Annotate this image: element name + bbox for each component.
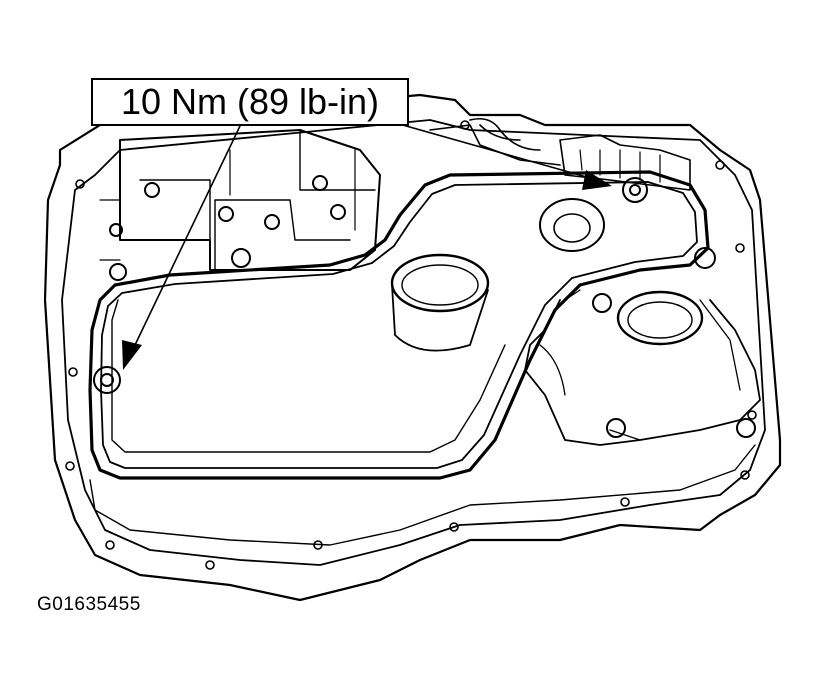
leader-line-right xyxy=(384,119,591,179)
pan-floor-line xyxy=(111,299,506,453)
lower-housing xyxy=(524,299,761,446)
pan-bolts xyxy=(93,175,756,438)
sump-boss-inner xyxy=(553,213,591,243)
leader-line-left xyxy=(134,125,241,346)
connector-details xyxy=(579,149,661,183)
filter-neck-right-inner xyxy=(627,301,693,339)
valve-body-detail xyxy=(139,129,376,271)
valve-body-block xyxy=(119,129,381,271)
lower-housing-detail xyxy=(539,289,741,441)
pan-gasket-outer xyxy=(88,170,710,480)
pan-gasket-inner xyxy=(100,181,698,469)
sump-boss xyxy=(539,198,605,252)
torque-callout-label: 10 Nm (89 lb-in) xyxy=(120,81,380,122)
pan-rail-step xyxy=(89,444,756,546)
rail-bolt-holes xyxy=(65,120,757,570)
filter-neck-right xyxy=(616,290,704,346)
filter-neck-left-body xyxy=(391,284,489,352)
filter-neck-left xyxy=(390,253,490,313)
torque-callout: 10 Nm (89 lb-in) xyxy=(91,78,409,126)
arrowhead-left xyxy=(122,340,142,370)
filter-neck-left-inner xyxy=(401,264,479,306)
arrowhead-right xyxy=(582,170,612,190)
outer-case-outline xyxy=(43,93,782,602)
figure-id: G01635455 xyxy=(37,594,141,615)
valve-body-detail-2 xyxy=(99,149,356,261)
